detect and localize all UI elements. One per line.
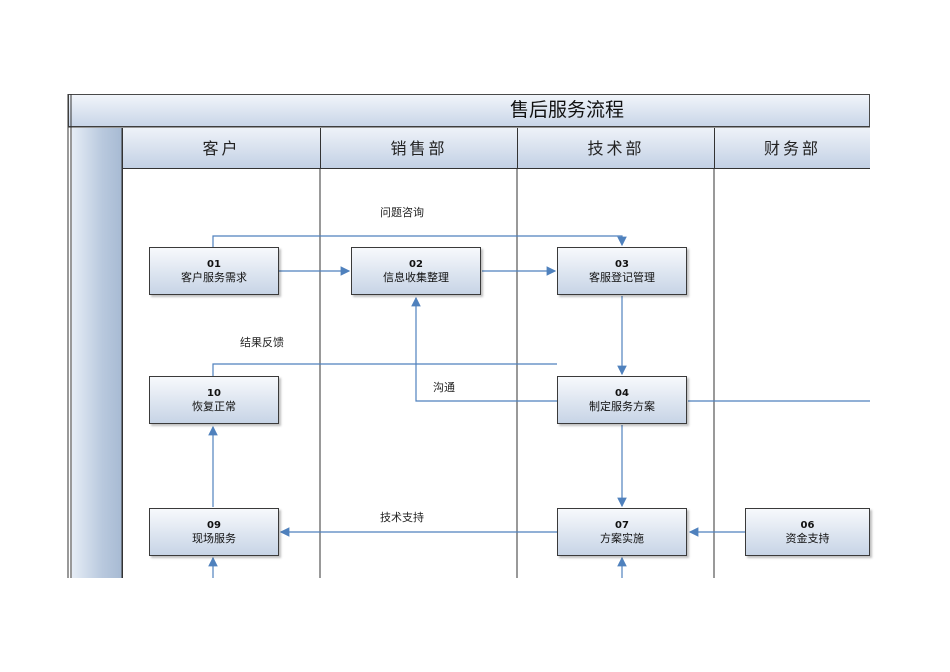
lane-header-tech: 技术部 — [517, 128, 714, 169]
diagram-title: 售后服务流程 — [509, 99, 624, 121]
node-06-number: 06 — [800, 520, 815, 531]
node-03-number: 03 — [615, 259, 629, 270]
node-02-number: 02 — [409, 259, 423, 270]
node-10-label: 恢复正常 — [192, 400, 236, 413]
node-07-number: 07 — [615, 520, 629, 531]
node-10: 10 恢复正常 — [149, 376, 279, 424]
edge-feedback — [212, 363, 557, 376]
node-02-label: 信息收集整理 — [383, 271, 449, 284]
node-09: 09 现场服务 — [149, 508, 279, 556]
edge-01-03 — [212, 235, 627, 247]
lane-header-finance: 财务部 — [714, 128, 870, 169]
node-03-label: 客服登记管理 — [589, 271, 655, 284]
edge-04-02 — [411, 296, 557, 402]
node-07: 07 方案实施 — [557, 508, 687, 556]
node-04-label: 制定服务方案 — [589, 400, 655, 413]
left-side-band — [72, 128, 123, 578]
edge-label-feedback: 结果反馈 — [240, 336, 284, 349]
lane-header-sales: 销售部 — [320, 128, 517, 169]
node-04: 04 制定服务方案 — [557, 376, 687, 424]
node-10-number: 10 — [207, 388, 221, 399]
edge-label-inquiry: 问题咨询 — [380, 206, 424, 219]
node-01: 01 客户服务需求 — [149, 247, 279, 295]
edge-label-communicate: 沟通 — [433, 381, 455, 394]
node-01-label: 客户服务需求 — [181, 271, 247, 284]
node-04-number: 04 — [615, 388, 629, 399]
node-01-number: 01 — [207, 259, 221, 270]
edge-label-tech-support: 技术支持 — [380, 511, 424, 524]
node-07-label: 方案实施 — [600, 532, 644, 545]
node-03: 03 客服登记管理 — [557, 247, 687, 295]
title-bar — [68, 94, 870, 127]
lane-header-customer: 客户 — [122, 128, 320, 169]
node-02: 02 信息收集整理 — [351, 247, 481, 295]
node-06: 06 资金支持 — [745, 508, 870, 556]
node-06-label: 资金支持 — [785, 532, 830, 545]
node-09-number: 09 — [207, 520, 221, 531]
node-09-label: 现场服务 — [192, 532, 236, 545]
